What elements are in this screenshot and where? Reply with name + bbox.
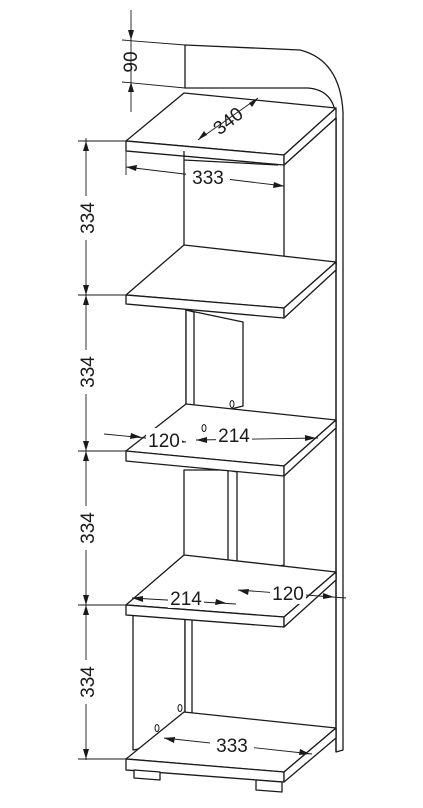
shelf-3-side [283, 419, 337, 477]
screw-hole [177, 704, 183, 712]
foot-right [255, 779, 283, 793]
dim-top-height: 90 [121, 10, 186, 112]
dim-label-334-4: 334 [78, 666, 99, 698]
shelf-1-side [283, 107, 337, 166]
dim-shelf-3: 120 214 [103, 424, 319, 452]
dim-label-120-shelf3: 120 [148, 431, 180, 452]
dim-shelf-4: 214 120 [131, 582, 347, 610]
screw-hole [229, 400, 235, 408]
dim-label-120-shelf4: 120 [272, 584, 304, 605]
dim-label-333-bottom: 333 [216, 736, 248, 757]
dim-top-width: 333 [125, 151, 285, 189]
back-panel [184, 44, 344, 753]
dim-label-90: 90 [121, 51, 142, 72]
base-side [283, 727, 337, 783]
screw-hole [154, 724, 160, 732]
dim-label-334-1: 334 [78, 202, 99, 234]
compartment-1 [183, 151, 279, 245]
foot-left [133, 769, 161, 781]
screw-hole [201, 424, 207, 432]
dim-label-214-shelf3: 214 [218, 426, 250, 447]
dim-label-214-shelf4: 214 [170, 589, 202, 610]
dim-label-334-2: 334 [78, 356, 99, 388]
dim-bottom-width: 333 [163, 734, 313, 757]
dim-vertical-chain: 334 334 334 334 [78, 138, 126, 760]
shelf-4-side [283, 571, 337, 628]
dim-label-333-top: 333 [192, 168, 224, 189]
dim-label-334-3: 334 [78, 512, 99, 544]
shelf-2-side [283, 261, 337, 319]
